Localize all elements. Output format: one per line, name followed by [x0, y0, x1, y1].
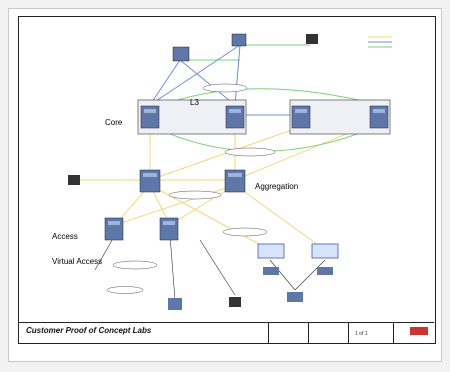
workstation-icons — [68, 34, 318, 307]
title-block: Customer Proof of Concept Labs 1 of 1 — [18, 322, 434, 343]
link-line — [179, 59, 236, 106]
logo-cell — [393, 323, 435, 343]
title-block-cell — [308, 323, 349, 343]
sheet-number: 1 of 1 — [355, 331, 368, 337]
logo-icon — [410, 327, 428, 335]
vlan-ellipse — [106, 286, 144, 294]
diagram-title: Customer Proof of Concept Labs — [26, 326, 152, 335]
link-line — [234, 184, 326, 251]
server-icon — [231, 33, 247, 47]
blade-server-icon — [257, 243, 285, 259]
switch-icon — [263, 267, 279, 275]
vlan-ellipse — [222, 227, 268, 237]
link-line — [169, 184, 236, 226]
switch-icon — [287, 292, 303, 302]
aggregation-label: Aggregation — [255, 182, 299, 191]
core-label: Core — [105, 118, 123, 127]
link-line — [94, 234, 116, 271]
access-label: Access — [52, 232, 78, 241]
switch-icon — [317, 267, 333, 275]
blade-server-icon — [311, 243, 339, 259]
traffic-generator-icon — [229, 297, 241, 307]
link-line — [234, 44, 241, 106]
vlan-ellipse — [168, 190, 222, 200]
sheet-cell: 1 of 1 — [348, 323, 394, 343]
vlan-ellipse — [112, 260, 158, 270]
traffic-generator-icon — [306, 34, 318, 44]
router-icon — [172, 46, 190, 62]
title-block-cell — [268, 323, 309, 343]
vlan-ellipse — [224, 147, 276, 157]
link-line — [294, 259, 326, 291]
link-line — [199, 239, 236, 296]
vlan-ellipse — [202, 83, 248, 93]
l3-label: L3 — [190, 98, 199, 107]
link-line — [169, 234, 176, 301]
link-line — [114, 184, 236, 226]
link-line — [149, 44, 241, 106]
link-line — [149, 59, 181, 106]
virtual-access-label: Virtual Access — [52, 257, 103, 266]
virtual-access-icons — [168, 243, 339, 310]
traffic-generator-icon — [68, 175, 80, 185]
server-icon — [168, 298, 182, 310]
link-line — [269, 259, 296, 291]
